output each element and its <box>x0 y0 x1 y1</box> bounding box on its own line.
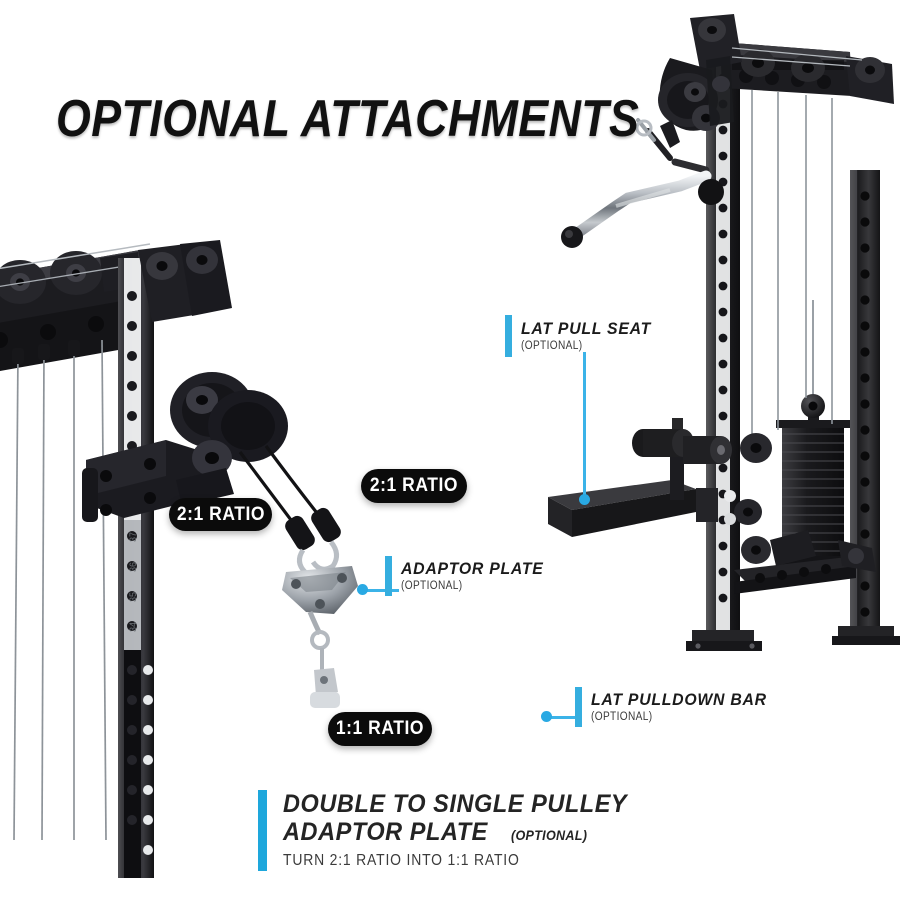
callout-title-lat-pulldown-bar: LAT PULLDOWN BAR <box>591 690 767 709</box>
overhead-cables <box>13 339 107 841</box>
double-pulley-carriage <box>82 240 288 522</box>
svg-text:35: 35 <box>128 592 138 602</box>
leader-dot-adaptor-plate <box>357 584 368 595</box>
callout-subtitle-lat-pulldown-bar: (OPTIONAL) <box>591 711 653 723</box>
cable-end-fittings <box>285 507 341 578</box>
cable-anchors <box>12 340 80 364</box>
page-title: OPTIONAL ATTACHMENTS <box>56 89 640 148</box>
leader-line-lat-pulldown-bar <box>548 716 578 719</box>
footer-line-3: TURN 2:1 RATIO INTO 1:1 RATIO <box>283 852 520 869</box>
left-pulley-adaptor-illustration: 37 36 35 34 <box>0 240 358 878</box>
callout-subtitle-lat-pull-seat: (OPTIONAL) <box>521 340 583 352</box>
callout-adaptor-plate: ADAPTOR PLATE (OPTIONAL) <box>385 556 554 596</box>
callout-subtitle-adaptor-plate: (OPTIONAL) <box>401 580 463 592</box>
ratio-badge-middle: 2:1 RATIO <box>361 469 467 503</box>
ratio-badge-middle-label: 2:1 RATIO <box>369 475 459 496</box>
cable-lines <box>751 90 833 440</box>
accent-bar-footer <box>258 790 267 871</box>
accent-bar-lat-pulldown-bar <box>575 687 582 727</box>
leader-line-lat-pull-seat <box>583 352 586 500</box>
leader-line-adaptor-plate <box>363 589 399 592</box>
ratio-badge-left-label: 2:1 RATIO <box>176 503 265 525</box>
ratio-badge-bottom-label: 1:1 RATIO <box>335 718 425 739</box>
footer-line-2: ADAPTOR PLATE <box>283 818 488 846</box>
thigh-pads <box>632 429 732 464</box>
accent-bar-adaptor-plate <box>385 556 392 596</box>
callout-title-adaptor-plate: ADAPTOR PLATE <box>401 559 544 578</box>
callout-title-lat-pull-seat: LAT PULL SEAT <box>521 319 652 338</box>
callout-lat-pulldown-bar: LAT PULLDOWN BAR (OPTIONAL) <box>575 687 780 727</box>
callout-lat-pull-seat: LAT PULL SEAT (OPTIONAL) <box>505 315 661 357</box>
mid-pulley <box>734 433 772 525</box>
leader-dot-lat-pull-seat <box>579 494 590 505</box>
left-rack-upright: 37 36 35 34 <box>118 258 154 878</box>
ratio-badge-left: 2:1 RATIO <box>169 498 272 531</box>
adaptor-plate <box>282 566 358 650</box>
right-power-rack-illustration <box>548 14 900 651</box>
footer-line-2-optional: (OPTIONAL) <box>511 827 588 843</box>
bar-hanger <box>310 648 340 708</box>
footer-caption-block: DOUBLE TO SINGLE PULLEY ADAPTOR PLATE (O… <box>258 790 649 871</box>
top-pulley-crossmember <box>720 42 894 104</box>
lat-pulldown-bar-top <box>561 118 724 248</box>
svg-text:36: 36 <box>128 562 138 572</box>
accent-bar-lat-pull-seat <box>505 315 512 357</box>
ratio-badge-bottom: 1:1 RATIO <box>328 712 432 746</box>
lower-base-pulleys <box>734 530 876 594</box>
weight-stack <box>776 300 850 565</box>
footer-line-1: DOUBLE TO SINGLE PULLEY <box>283 790 628 818</box>
lat-pull-seat <box>548 418 736 537</box>
svg-text:37: 37 <box>128 532 138 542</box>
upper-pulley-cluster <box>658 14 742 148</box>
leader-dot-lat-pulldown-bar <box>541 711 552 722</box>
svg-text:34: 34 <box>128 622 138 632</box>
